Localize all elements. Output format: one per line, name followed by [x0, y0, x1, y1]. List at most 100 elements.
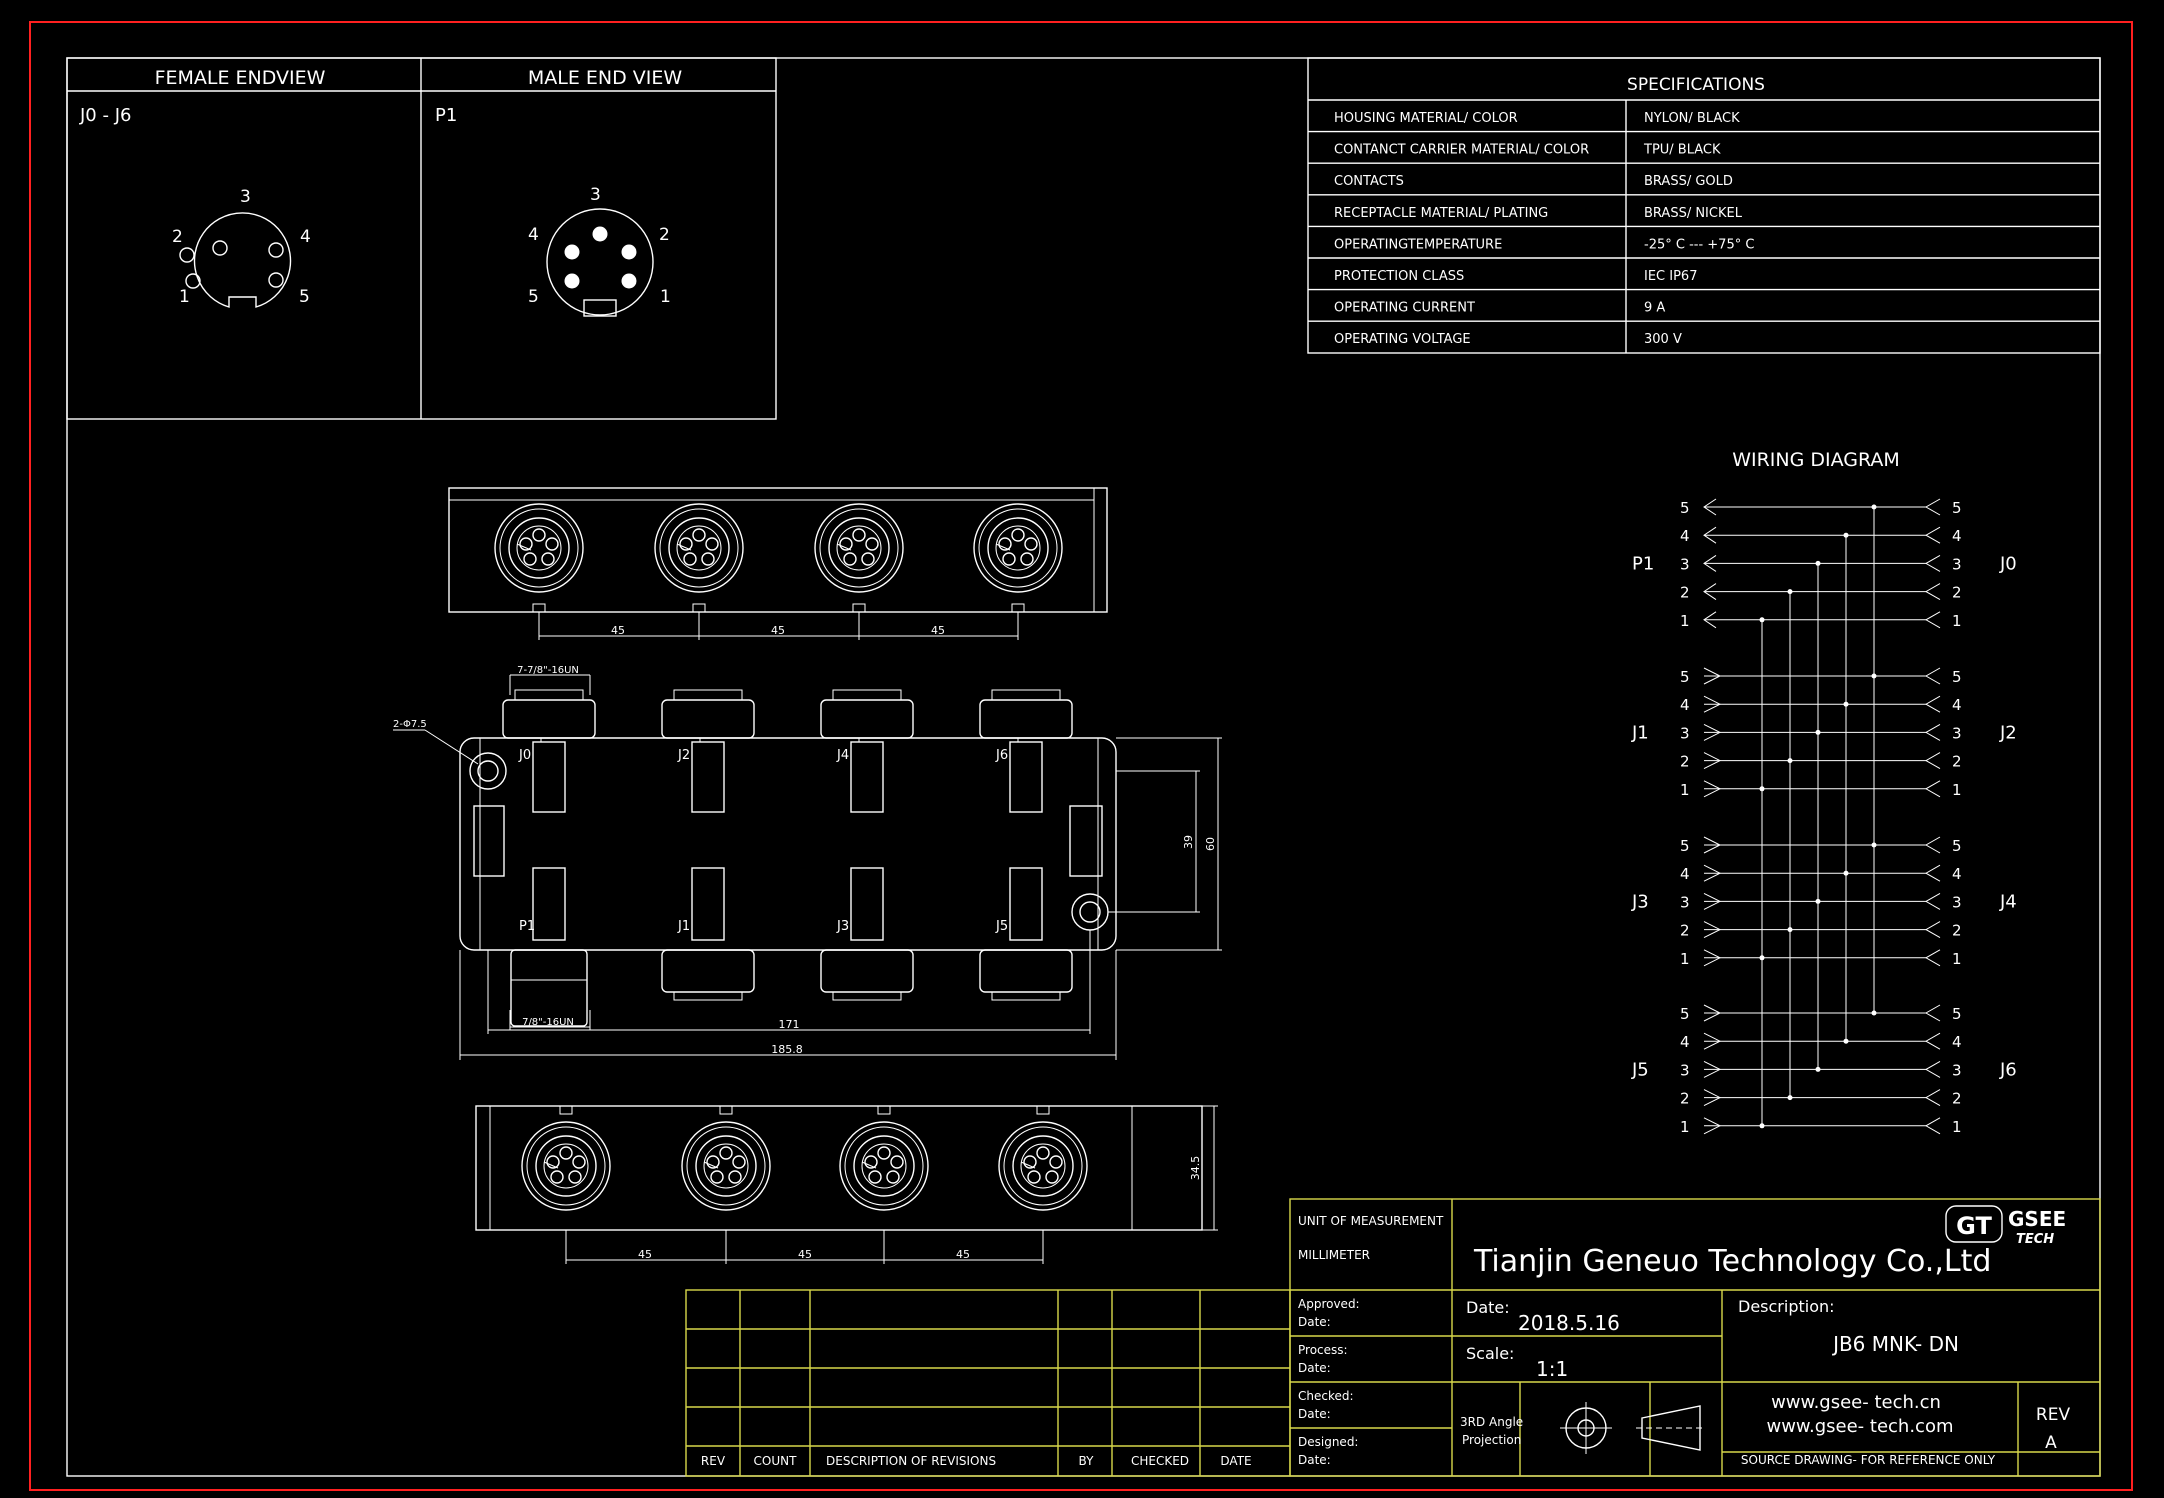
spec-value: TPU/ BLACK [1643, 143, 1721, 158]
spec-label: RECEPTACLE MATERIAL/ PLATING [1334, 206, 1548, 221]
chevron-left-icon [1924, 892, 1941, 910]
male-connector-face [546, 208, 654, 317]
checked-date-label: Date: [1298, 1407, 1331, 1421]
chevron-right-icon [1703, 864, 1722, 882]
wiring-pin-right: 4 [1952, 1033, 1962, 1051]
website-com: www.gsee- tech.com [1766, 1416, 1953, 1437]
rev-header-rev: REV [701, 1454, 726, 1468]
chevron-right-icon [1703, 667, 1722, 685]
wiring-group-left: J3 [1631, 891, 1649, 912]
uom-value: MILLIMETER [1298, 1248, 1370, 1262]
thread-callout-male: 7/8"-16UN [522, 1017, 574, 1028]
wiring-pin-right: 3 [1952, 555, 1962, 573]
spec-value: BRASS/ GOLD [1644, 174, 1733, 189]
spec-value: -25° C --- +75° C [1644, 237, 1754, 252]
scale-label: Scale: [1466, 1344, 1514, 1363]
title-block: UNIT OF MEASUREMENT MILLIMETER Tianjin G… [1289, 1198, 2101, 1477]
receptacle-icon [973, 503, 1063, 593]
port-label-bottom: P1 [519, 919, 535, 934]
wiring-pin-right: 2 [1952, 1090, 1962, 1108]
chevron-left-icon [1924, 526, 1941, 544]
wiring-pin-right: 5 [1952, 1005, 1962, 1023]
wiring-pin-left: 5 [1680, 668, 1690, 686]
wiring-pin-left: 3 [1680, 555, 1690, 573]
chevron-left-icon [1703, 498, 1717, 516]
wiring-pin-right: 5 [1952, 499, 1962, 517]
chevron-left-icon [1924, 611, 1941, 629]
chevron-left-icon [1924, 1089, 1941, 1107]
wiring-pin-right: 1 [1952, 612, 1962, 630]
wiring-pin-right: 4 [1952, 527, 1962, 545]
wiring-pin-left: 3 [1680, 1061, 1690, 1079]
spec-value: 9 A [1644, 301, 1665, 316]
chevron-left-icon [1924, 667, 1941, 685]
dim-185-8: 185.8 [771, 1043, 803, 1056]
receptacle-icon [998, 1121, 1088, 1211]
port-label-top: J2 [677, 748, 690, 763]
chevron-right-icon [1703, 752, 1722, 770]
source-note: SOURCE DRAWING- FOR REFERENCE ONLY [1741, 1453, 1996, 1467]
chevron-right-icon [1703, 1089, 1722, 1107]
gsee-logo: GT GSEE TECH [1945, 1205, 2066, 1247]
wiring-pin-right: 1 [1952, 781, 1962, 799]
rev-label: REV [2036, 1405, 2071, 1425]
chevron-right-icon [1703, 695, 1722, 713]
chevron-right-icon [1703, 892, 1722, 910]
wiring-group-left: P1 [1632, 553, 1654, 574]
rev-header-by: BY [1079, 1454, 1095, 1468]
date-value: 2018.5.16 [1518, 1311, 1620, 1335]
designed-label: Designed: [1298, 1435, 1358, 1449]
chevron-left-icon [1924, 949, 1941, 967]
rev-header-count: COUNT [754, 1454, 798, 1468]
receptacle-icon [681, 1121, 771, 1211]
spec-value: NYLON/ BLACK [1644, 111, 1740, 126]
top-side-view: 45 45 45 [448, 487, 1108, 640]
chevron-right-icon [1703, 780, 1722, 798]
designed-date-label: Date: [1298, 1453, 1331, 1467]
receptacle-icon [521, 1121, 611, 1211]
wiring-pin-left: 2 [1680, 1090, 1690, 1108]
process-date-label: Date: [1298, 1361, 1331, 1375]
wiring-pin-left: 2 [1680, 922, 1690, 940]
spec-label: CONTANCT CARRIER MATERIAL/ COLOR [1334, 143, 1589, 158]
rev-value: A [2045, 1433, 2057, 1453]
description-label: Description: [1738, 1297, 1835, 1316]
wiring-pin-right: 4 [1952, 865, 1962, 883]
website-cn: www.gsee- tech.cn [1771, 1392, 1941, 1413]
receptacle-icon [814, 503, 904, 593]
chevron-left-icon [1924, 1004, 1941, 1022]
housing-body [459, 737, 1117, 951]
rev-header-date: DATE [1220, 1454, 1251, 1468]
dim-bottom-45-a: 45 [638, 1248, 652, 1261]
port-label-bottom: J1 [677, 919, 690, 934]
receptacle-icon [839, 1121, 929, 1211]
receptacle-icon [654, 503, 744, 593]
wiring-group-right: J2 [1999, 722, 2017, 743]
wiring-group-left: J1 [1631, 722, 1649, 743]
male-pin-2: 2 [659, 225, 670, 245]
wiring-pin-left: 1 [1680, 612, 1690, 630]
endview-panel: FEMALE ENDVIEW MALE END VIEW J0 - J6 P1 … [66, 57, 777, 420]
wiring-pin-right: 4 [1952, 696, 1962, 714]
chevron-right-icon [1703, 949, 1722, 967]
spec-value: IEC IP67 [1644, 269, 1697, 284]
chevron-right-icon [1703, 921, 1722, 939]
chevron-left-icon [1703, 554, 1717, 572]
wiring-pin-right: 3 [1952, 893, 1962, 911]
svg-text:TECH: TECH [2016, 1232, 2054, 1247]
revisions-table: REV COUNT DESCRIPTION OF REVISIONS BY CH… [685, 1289, 1291, 1477]
spec-label: PROTECTION CLASS [1334, 269, 1464, 284]
dim-top-45-c: 45 [931, 624, 945, 637]
approved-label: Approved: [1298, 1297, 1360, 1311]
spec-value: BRASS/ NICKEL [1644, 206, 1743, 221]
female-endview-title: FEMALE ENDVIEW [155, 67, 326, 89]
svg-text:GT: GT [1956, 1212, 1992, 1240]
company-name: Tianjin Geneuo Technology Co.,Ltd [1473, 1244, 1991, 1279]
wiring-pin-left: 3 [1680, 893, 1690, 911]
chevron-left-icon [1924, 1117, 1941, 1135]
scale-value: 1:1 [1536, 1357, 1568, 1381]
wiring-pin-left: 4 [1680, 527, 1690, 545]
hole-callout: 2-Φ7.5 [393, 719, 427, 730]
